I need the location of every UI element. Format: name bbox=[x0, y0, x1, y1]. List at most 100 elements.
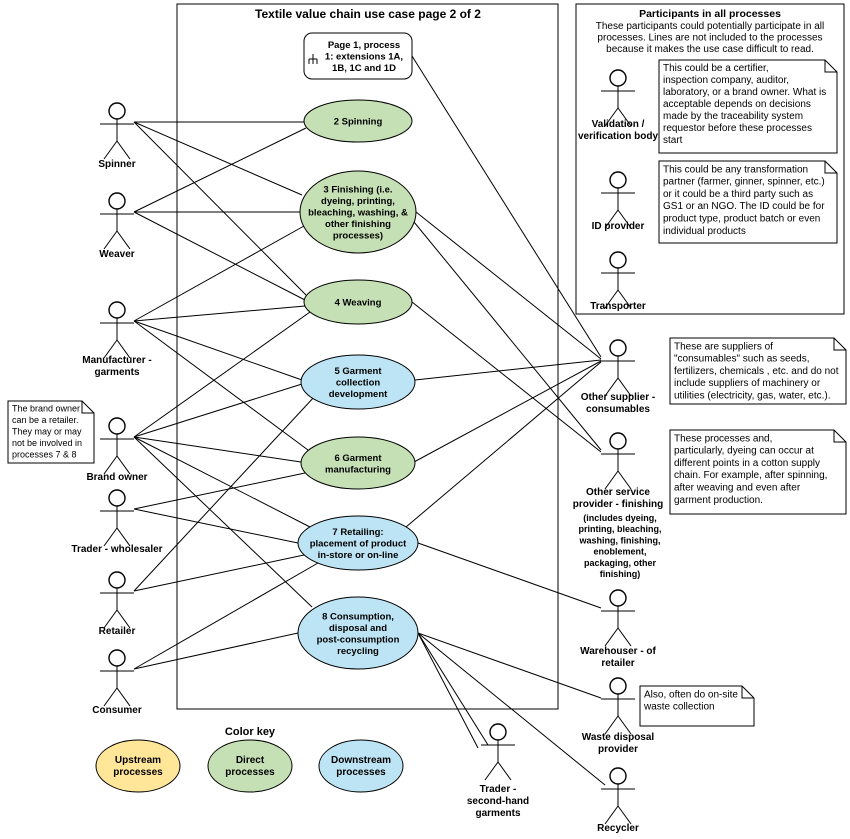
color-key-title: Color key bbox=[225, 726, 276, 738]
note-shape bbox=[669, 429, 847, 515]
use-case-label: bleaching, washing, & bbox=[308, 208, 408, 219]
use-case-label: other finishing bbox=[325, 219, 391, 230]
actor-head bbox=[609, 69, 627, 87]
participants-text: These participants could potentially par… bbox=[596, 21, 824, 32]
system-boundary bbox=[176, 3, 559, 710]
association-uc3-otherservice bbox=[413, 221, 602, 451]
association-brand-uc4 bbox=[133, 311, 311, 438]
color-key-swatch bbox=[95, 739, 181, 793]
actor-label: provider bbox=[598, 744, 638, 755]
note-text: acceptable depends on decisions bbox=[663, 99, 811, 110]
use-case-uc7[interactable]: 7 Retailing:placement of productin-store… bbox=[297, 515, 419, 571]
use-case-label: manufacturing bbox=[325, 464, 391, 475]
color-key-label: processes bbox=[336, 767, 386, 778]
use-case-uc8[interactable]: 8 Consumption,disposal andpost-consumpti… bbox=[297, 596, 419, 670]
actor-label: ID provider bbox=[592, 221, 645, 232]
color-key-label: processes bbox=[113, 767, 163, 778]
association-manufacturer-uc6 bbox=[133, 320, 309, 451]
use-case-label: 1: extensions 1A, bbox=[325, 52, 403, 63]
actor-othersupplier[interactable]: Other supplier -consumables bbox=[581, 339, 655, 415]
actor-head bbox=[108, 489, 126, 507]
notes: This could be a certifier,inspection com… bbox=[7, 59, 847, 727]
actor-label: consumables bbox=[586, 404, 650, 415]
note-finishing: These processes and,particularly, dyeing… bbox=[669, 429, 847, 515]
actor-manufacturer[interactable]: Manufacturer -garments bbox=[82, 301, 152, 378]
use-case-shape bbox=[297, 515, 419, 571]
color-key-label: Downstream bbox=[331, 755, 391, 766]
note-text: This could be any transformation bbox=[663, 164, 808, 175]
note-shape bbox=[658, 160, 838, 244]
note-text: They may or may bbox=[12, 427, 82, 437]
actor-head bbox=[108, 301, 126, 319]
actor-weaver[interactable]: Weaver bbox=[99, 192, 135, 260]
association-uc8-traderSH bbox=[417, 632, 489, 746]
note-text: requestor before these processes bbox=[663, 123, 812, 134]
use-case-shape bbox=[299, 170, 417, 254]
use-case-label: disposal and bbox=[329, 623, 387, 634]
color-key-label: Direct bbox=[236, 755, 265, 766]
use-case-label: 1B, 1C and 1D bbox=[332, 63, 396, 74]
note-text: waste collection bbox=[643, 702, 715, 713]
association-trader-uc6 bbox=[133, 472, 306, 510]
participants-text: because it makes the use case difficult … bbox=[606, 44, 814, 55]
actor-label: garments bbox=[94, 367, 139, 378]
association-uc1-othersupplier bbox=[411, 55, 602, 358]
association-brand-uc5 bbox=[133, 383, 303, 438]
association-uc7-warehouser bbox=[417, 542, 602, 609]
actor-head bbox=[108, 571, 126, 589]
use-case-uc4[interactable]: 4 Weaving bbox=[303, 279, 413, 325]
actor-trader[interactable]: Trader - wholesaler bbox=[71, 489, 163, 555]
participants-title: Participants in all processes bbox=[639, 8, 781, 20]
actor-head bbox=[489, 723, 507, 741]
use-case-label: processes) bbox=[333, 231, 383, 242]
actor-spinner[interactable]: Spinner bbox=[98, 102, 136, 170]
actor-validation[interactable]: Validation /verification body bbox=[578, 69, 658, 142]
use-case-uc2[interactable]: 2 Spinning bbox=[303, 99, 413, 143]
association-uc8-waste bbox=[417, 632, 602, 699]
note-text: or it could be a third party such as bbox=[663, 189, 813, 200]
note-text: fertilizers, chemicals , etc. and do not bbox=[674, 366, 839, 377]
actor-retailer[interactable]: Retailer bbox=[99, 571, 136, 637]
actor-sublabel: packaging, other bbox=[584, 558, 657, 568]
actor-label: Validation / bbox=[592, 119, 645, 130]
actor-transporter[interactable]: Transporter bbox=[590, 251, 646, 312]
use-case-label: collection bbox=[336, 378, 381, 389]
use-case-label: 6 Garment bbox=[335, 453, 383, 464]
note-text: inspection company, auditor, bbox=[663, 75, 789, 86]
association-manufacturer-uc5 bbox=[133, 320, 303, 381]
use-case-label: in-store or on-line bbox=[318, 550, 399, 561]
use-case-shape bbox=[303, 32, 413, 80]
use-case-shape bbox=[297, 596, 419, 670]
note-text: particularly, dyeing can occur at bbox=[674, 446, 814, 457]
association-brand-uc6 bbox=[133, 436, 302, 463]
actor-idprov[interactable]: ID provider bbox=[592, 171, 645, 232]
use-case-label: 3 Finishing (i.e. bbox=[323, 185, 392, 196]
color-key-label: processes bbox=[225, 767, 275, 778]
actor-consumer[interactable]: Consumer bbox=[92, 649, 142, 716]
association-manufacturer-uc4 bbox=[133, 305, 306, 322]
association-spinner-uc4 bbox=[133, 121, 307, 296]
actor-recycler[interactable]: Recycler bbox=[597, 767, 639, 834]
association-weaver-uc2 bbox=[133, 127, 307, 213]
association-consumer-uc8 bbox=[133, 632, 299, 670]
note-text: These are suppliers of bbox=[674, 341, 773, 352]
actor-sublabel: enoblement, bbox=[593, 547, 646, 557]
use-case-label: 7 Retailing: bbox=[332, 527, 383, 538]
actor-brand[interactable]: Brand owner bbox=[86, 417, 148, 483]
actor-head bbox=[609, 767, 627, 785]
association-brand-uc7 bbox=[133, 436, 311, 528]
use-case-uc3[interactable]: 3 Finishing (i.e.dyeing, printing,bleach… bbox=[299, 170, 417, 254]
actor-label: Manufacturer - bbox=[82, 355, 151, 366]
association-uc7-othersupplier bbox=[405, 361, 602, 528]
actor-head bbox=[108, 649, 126, 667]
association-weaver-uc4 bbox=[133, 211, 306, 301]
